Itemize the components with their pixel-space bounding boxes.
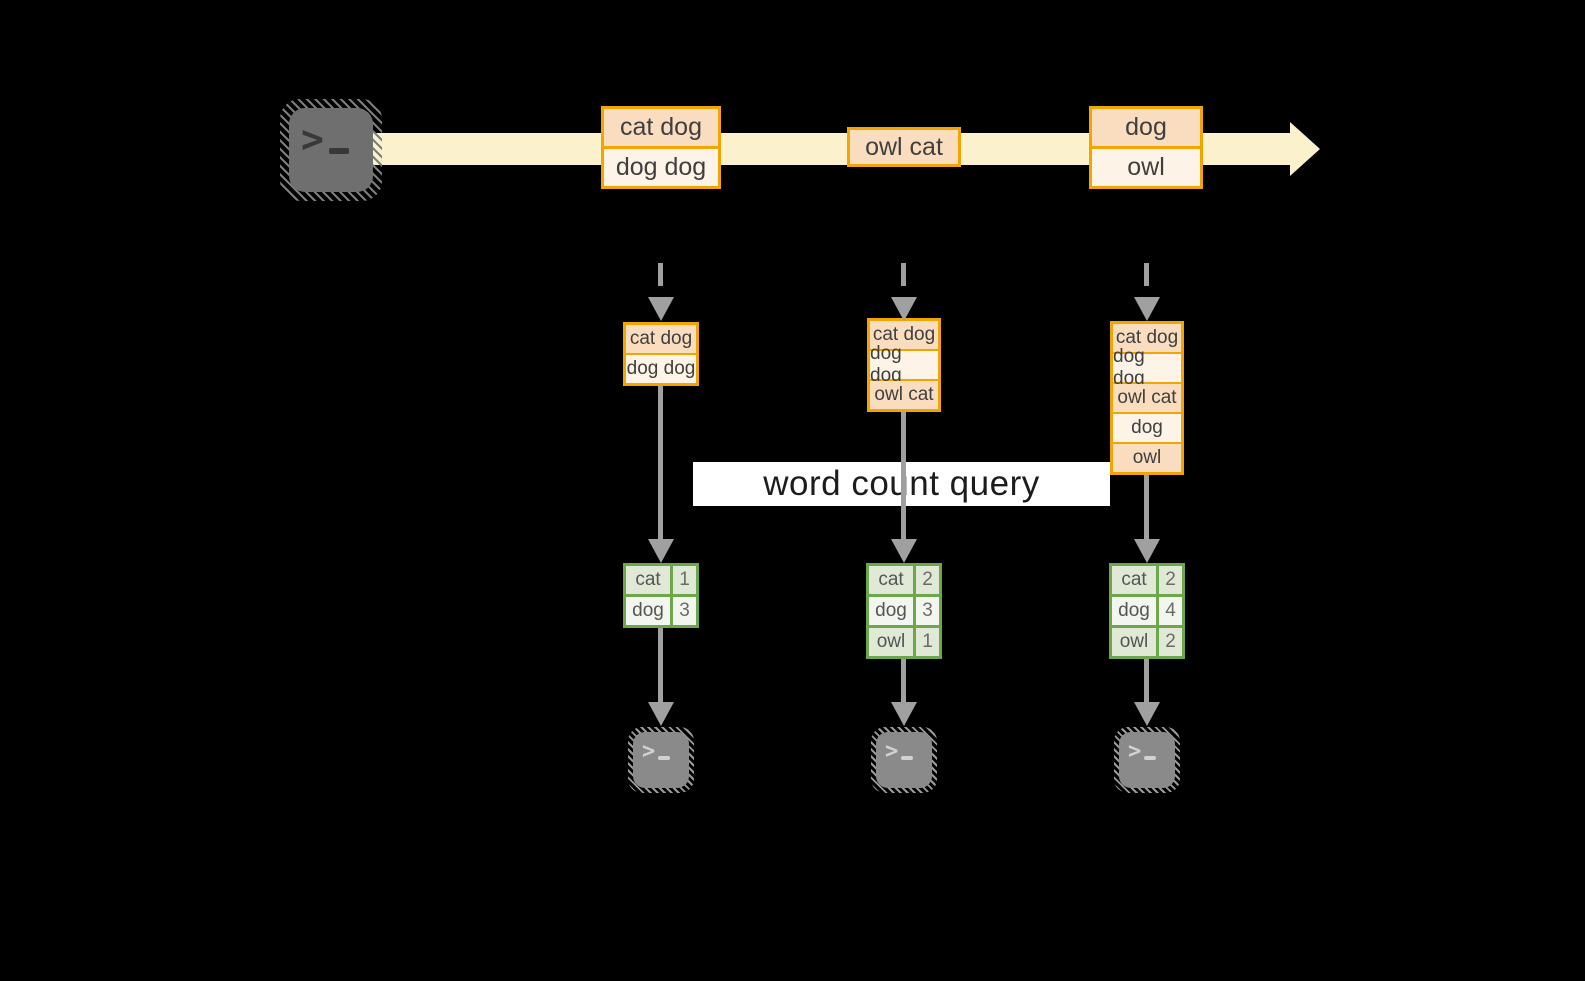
dashed-arrow-dash <box>901 263 906 286</box>
stream-event-box-1: cat dog dog dog <box>601 106 721 189</box>
word-cell: cat <box>1112 566 1156 594</box>
batch-line: owl <box>1113 444 1181 472</box>
arrowhead <box>891 702 917 726</box>
word-cell: cat <box>626 566 670 594</box>
prompt-chevron: > <box>885 739 899 764</box>
arrowhead <box>1134 702 1160 726</box>
prompt-chevron: > <box>642 739 656 764</box>
terminal-sink-icon-1: > <box>628 727 694 793</box>
count-cell: 3 <box>673 597 696 625</box>
word-count-table-3: cat 2 dog 4 owl 2 <box>1109 563 1185 659</box>
count-cell: 2 <box>1159 628 1182 656</box>
terminal-icon-body: > <box>876 732 932 788</box>
arrowhead <box>1134 539 1160 563</box>
word-cell: cat <box>869 566 913 594</box>
batch-stack-2: cat dog dog dog owl cat <box>867 318 941 412</box>
stream-arrowhead <box>1290 122 1320 176</box>
dashed-arrowhead <box>648 297 674 321</box>
dashed-arrow-dash <box>658 263 663 286</box>
arrowhead <box>648 702 674 726</box>
word-cell: owl <box>1112 628 1156 656</box>
word-cell: owl <box>869 628 913 656</box>
count-cell: 3 <box>916 597 939 625</box>
event-line: owl cat <box>850 130 958 164</box>
stream-event-box-3: dog owl <box>1089 106 1203 189</box>
count-cell: 4 <box>1159 597 1182 625</box>
prompt-underscore <box>328 148 349 154</box>
prompt-underscore <box>901 756 914 760</box>
arrowhead <box>891 539 917 563</box>
count-cell: 2 <box>916 566 939 594</box>
count-cell: 1 <box>673 566 696 594</box>
arrow-line <box>1144 659 1149 702</box>
count-cell: 1 <box>916 628 939 656</box>
word-count-table-1: cat 1 dog 3 <box>623 563 699 628</box>
count-cell: 2 <box>1159 566 1182 594</box>
terminal-icon-body: > <box>289 108 373 192</box>
batch-stack-3: cat dog dog dog owl cat dog owl <box>1110 321 1184 475</box>
terminal-sink-icon-3: > <box>1114 727 1180 793</box>
event-line: owl <box>1092 149 1200 186</box>
prompt-underscore <box>1144 756 1157 760</box>
batch-line: owl cat <box>870 381 938 409</box>
word-cell: dog <box>869 597 913 625</box>
arrow-line <box>658 386 663 539</box>
terminal-source-icon: > <box>280 99 382 201</box>
batch-line: dog dog <box>626 355 696 383</box>
dashed-arrowhead <box>891 297 917 321</box>
batch-stack-1: cat dog dog dog <box>623 322 699 386</box>
prompt-glyph: > <box>301 120 349 158</box>
prompt-glyph: > <box>642 739 671 764</box>
prompt-chevron: > <box>301 117 324 161</box>
terminal-icon-body: > <box>633 732 689 788</box>
batch-line: owl cat <box>1113 384 1181 412</box>
event-line: dog <box>1092 109 1200 146</box>
arrow-line <box>901 412 906 539</box>
word-cell: dog <box>626 597 670 625</box>
stream-event-box-2: owl cat <box>847 127 961 167</box>
terminal-sink-icon-2: > <box>871 727 937 793</box>
prompt-underscore <box>658 756 671 760</box>
event-line: dog dog <box>604 149 718 186</box>
arrow-line <box>658 628 663 702</box>
batch-line: cat dog <box>626 325 696 353</box>
prompt-glyph: > <box>885 739 914 764</box>
word-count-table-2: cat 2 dog 3 owl 1 <box>866 563 942 659</box>
arrowhead <box>648 539 674 563</box>
dashed-arrow-dash <box>1144 263 1149 286</box>
terminal-icon-body: > <box>1119 732 1175 788</box>
arrow-line <box>1144 475 1149 539</box>
arrow-line <box>901 659 906 702</box>
word-cell: dog <box>1112 597 1156 625</box>
prompt-chevron: > <box>1128 739 1142 764</box>
prompt-glyph: > <box>1128 739 1157 764</box>
dashed-arrowhead <box>1134 297 1160 321</box>
event-line: cat dog <box>604 109 718 146</box>
batch-line: dog <box>1113 414 1181 442</box>
batch-line: dog dog <box>870 343 938 386</box>
batch-line: cat dog <box>870 321 938 349</box>
batch-line: cat dog <box>1113 324 1181 352</box>
batch-line: dog dog <box>1113 346 1181 389</box>
